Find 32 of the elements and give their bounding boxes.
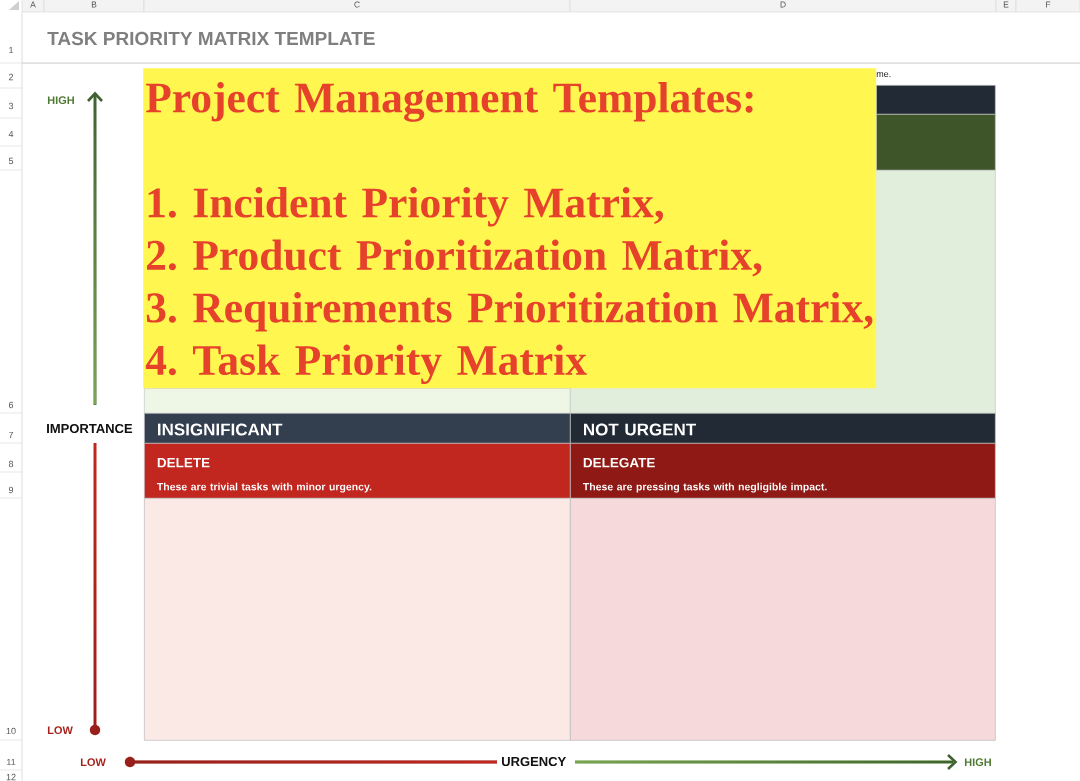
column-header: A	[21, 0, 45, 13]
row-number: 2	[0, 73, 23, 89]
row-number: 9	[0, 486, 23, 499]
header-bar: INSIGNIFICANT	[144, 412, 571, 444]
axis-label: HIGH	[964, 758, 991, 767]
row-number: 4	[0, 130, 23, 147]
row-number: 1	[0, 46, 23, 64]
note-box: Project Management Templates: 1. Incident Priority Matrix, 2. Product Prioritization Matrix, 3. Requirements Prioritization Matrix, 4. Task Priority Matrix	[143, 68, 877, 389]
note-text: me.	[876, 72, 891, 78]
row-number: 5	[0, 157, 23, 171]
task-area	[570, 497, 996, 741]
axis-label: LOW	[47, 726, 73, 735]
row-number: 12	[6, 773, 16, 781]
row-number: 8	[0, 460, 23, 473]
task-area	[144, 387, 571, 414]
row-number: 6	[0, 401, 23, 414]
category-band	[876, 114, 996, 171]
column-header: E	[995, 0, 1017, 13]
task-area	[144, 497, 571, 741]
axis-label: IMPORTANCE	[47, 423, 133, 434]
axis-label: HIGH	[47, 96, 74, 105]
row-number: 3	[0, 102, 23, 119]
title: TASK PRIORITY MATRIX TEMPLATE	[47, 31, 375, 46]
row-number: 11	[0, 758, 23, 771]
header-bar	[876, 85, 996, 115]
header-bar: NOT URGENT	[570, 412, 996, 444]
category-band: DELEGATE These are pressing tasks with negligible impact.	[570, 443, 996, 499]
row-number: 7	[0, 431, 23, 444]
axis-label: LOW	[80, 758, 106, 767]
axis-label: URGENCY	[502, 756, 566, 767]
row-number: 10	[0, 727, 23, 741]
category-band: DELETE These are trivial tasks with minor urgency.	[144, 443, 571, 499]
